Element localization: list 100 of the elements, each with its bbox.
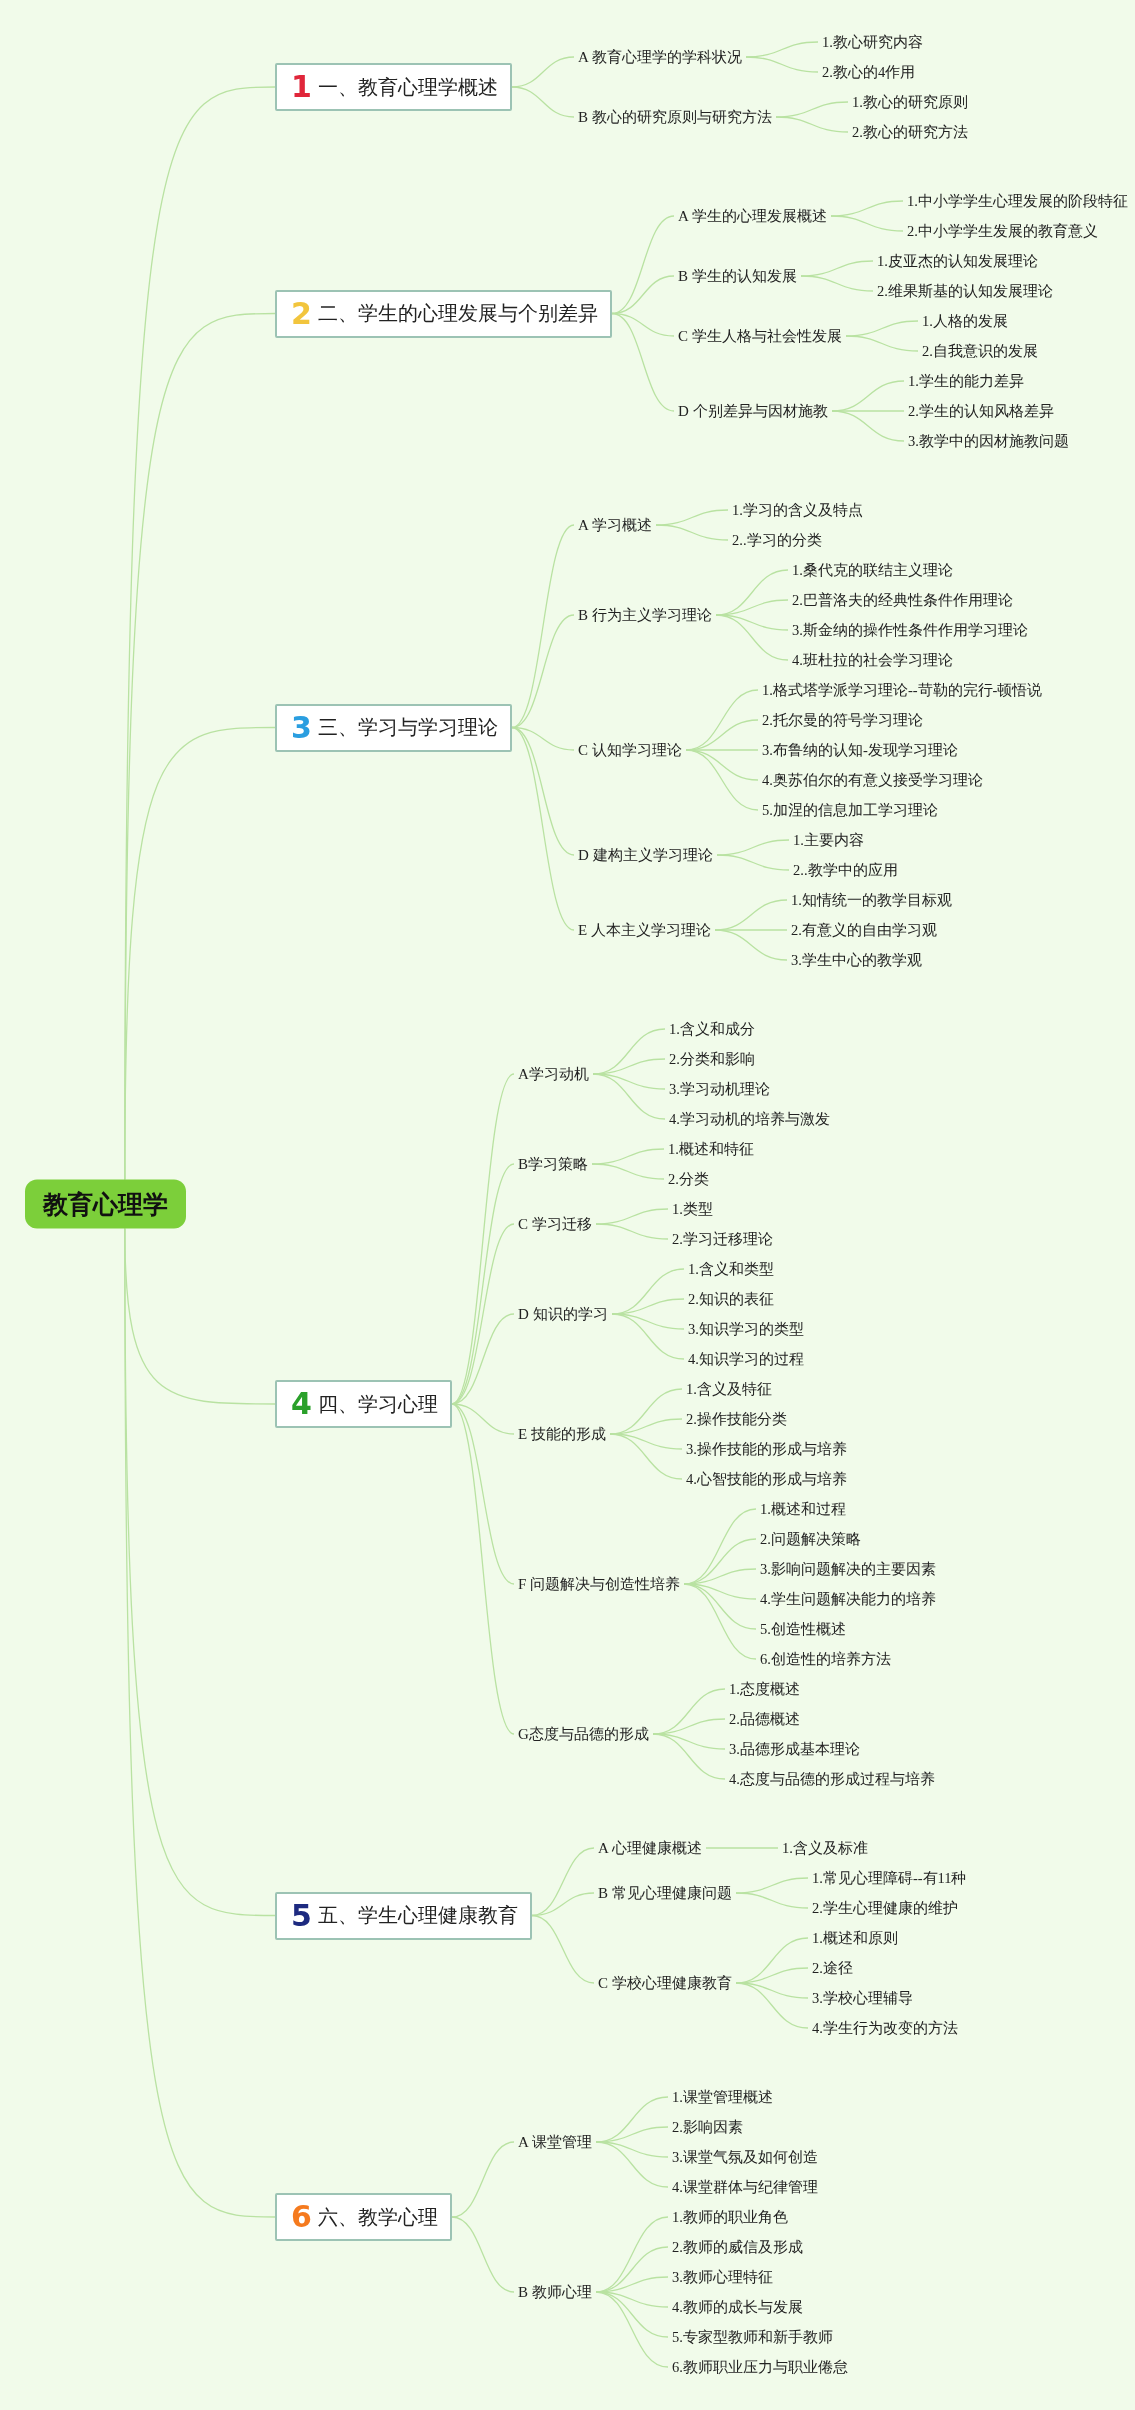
- item-label: 5.创造性概述: [756, 1617, 850, 1641]
- subtopic-label: C 学生人格与社会性发展: [674, 324, 846, 348]
- topic-title: 一、教育心理学概述: [317, 73, 498, 101]
- item-label: 3.学校心理辅导: [808, 1986, 917, 2010]
- subtopic-label: A 学生的心理发展概述: [674, 204, 831, 228]
- branch-line: [685, 749, 759, 811]
- section-number: 1: [291, 70, 312, 104]
- item-label: 1.含义和类型: [684, 1257, 778, 1281]
- subtopic-label: A 学习概述: [574, 513, 656, 537]
- item-label: 2.分类: [664, 1167, 713, 1191]
- item-label: 1.桑代克的联结主义理论: [788, 558, 957, 582]
- subtopic-label: C 学校心理健康教育: [594, 1971, 736, 1995]
- branch-line: [609, 1433, 683, 1480]
- section-number: 4: [291, 1387, 312, 1421]
- topic-box: [275, 63, 512, 111]
- item-label: 1.课堂管理概述: [668, 2085, 777, 2109]
- item-label: 3.教学中的因材施教问题: [904, 429, 1073, 453]
- subtopic-label: G态度与品德的形成: [514, 1722, 653, 1746]
- item-label: 2.学习迁移理论: [668, 1227, 777, 1251]
- branch-line: [831, 410, 905, 442]
- branch-line: [595, 2141, 669, 2188]
- topic-title: 三、学习与学习理论: [317, 714, 498, 741]
- item-label: 1.概述和原则: [808, 1926, 902, 1950]
- branch-line: [830, 215, 904, 232]
- item-label: 1.类型: [668, 1197, 717, 1221]
- item-label: 2.操作技能分类: [682, 1407, 791, 1431]
- item-label: 2.托尔曼的符号学习理论: [758, 708, 927, 732]
- branch-line: [592, 1073, 666, 1090]
- branch-line: [800, 275, 874, 292]
- item-label: 2..教学中的应用: [789, 858, 902, 882]
- item-label: 1.含义和成分: [665, 1017, 759, 1041]
- item-label: 1.常见心理障碍--有11种: [808, 1866, 971, 1890]
- topic-box: [275, 1891, 532, 1940]
- branch-line: [451, 2141, 515, 2218]
- subtopic-label: B学习策略: [514, 1152, 592, 1176]
- branch-line: [511, 86, 575, 118]
- item-label: 2.有意义的自由学习观: [787, 918, 941, 942]
- item-label: 4.态度与品德的形成过程与培养: [725, 1767, 939, 1791]
- root-title: 教育心理学: [43, 1189, 168, 1219]
- item-label: 1.态度概述: [725, 1677, 804, 1701]
- branch-line: [714, 929, 788, 961]
- item-label: 4.教师的成长与发展: [668, 2295, 807, 2319]
- item-label: 1.含义及标准: [778, 1836, 872, 1860]
- item-label: 3.课堂气氛及如何创造: [668, 2145, 822, 2169]
- branch-line: [775, 116, 849, 133]
- branch-line: [595, 2291, 669, 2338]
- item-label: 1.知情统一的教学目标观: [787, 888, 956, 912]
- item-label: 2.品德概述: [725, 1707, 804, 1731]
- branch-line: [611, 312, 675, 412]
- branch-line: [611, 1313, 685, 1360]
- branch-line: [124, 726, 276, 1181]
- branch-line: [595, 2291, 669, 2308]
- branch-line: [611, 1313, 685, 1330]
- subtopic-label: D 建构主义学习理论: [574, 843, 717, 867]
- branch-line: [683, 1583, 757, 1600]
- item-label: 3.知识学习的类型: [684, 1317, 808, 1341]
- item-label: 4.班杜拉的社会学习理论: [788, 648, 957, 672]
- branch-line: [595, 2291, 669, 2368]
- item-label: 1.含义及特征: [682, 1377, 776, 1401]
- item-label: 3.斯金纳的操作性条件作用学习理论: [788, 618, 1032, 642]
- subtopic-label: E 人本主义学习理论: [574, 918, 715, 942]
- item-label: 4.学习动机的培养与激发: [665, 1107, 834, 1131]
- subtopic-label: D 个别差异与因材施教: [674, 399, 832, 423]
- item-label: 2.途径: [808, 1956, 857, 1980]
- item-label: 1.皮亚杰的认知发展理论: [873, 249, 1042, 273]
- branch-line: [595, 2141, 669, 2158]
- topic-box: [275, 1380, 452, 1428]
- subtopic-label: A学习动机: [514, 1062, 593, 1086]
- topic-title: 四、学习心理: [317, 1390, 438, 1418]
- item-label: 2.中小学学生发展的教育意义: [903, 219, 1102, 243]
- item-label: 6.创造性的培养方法: [756, 1647, 895, 1671]
- item-label: 4.学生行为改变的方法: [808, 2016, 962, 2040]
- branch-line: [705, 1847, 779, 1849]
- item-label: 3.品德形成基本理论: [725, 1737, 864, 1761]
- item-label: 1.中小学学生心理发展的阶段特征: [903, 189, 1132, 213]
- branch-line: [735, 1982, 809, 2029]
- subtopic-label: B 常见心理健康问题: [594, 1881, 736, 1905]
- item-label: 2.维果斯基的认知发展理论: [873, 279, 1057, 303]
- item-label: 3.布鲁纳的认知-发现学习理论: [758, 738, 962, 762]
- item-label: 3.学习动机理论: [665, 1077, 774, 1101]
- branch-line: [652, 1733, 726, 1780]
- branch-line: [591, 1163, 665, 1180]
- branch-line: [531, 1914, 595, 1984]
- branch-line: [845, 335, 919, 352]
- branch-line: [652, 1733, 726, 1750]
- subtopic-label: D 知识的学习: [514, 1302, 612, 1326]
- subtopic-label: A 课堂管理: [514, 2130, 596, 2154]
- subtopic-label: B 教心的研究原则与研究方法: [574, 105, 776, 129]
- item-label: 2.知识的表征: [684, 1287, 778, 1311]
- topic-title: 五、学生心理健康教育: [317, 1902, 518, 1929]
- item-label: 2.影响因素: [668, 2115, 747, 2139]
- item-label: 1.学习的含义及特点: [728, 498, 867, 522]
- branch-line: [511, 726, 575, 931]
- branch-line: [511, 524, 575, 729]
- item-label: 2.学生的认知风格差异: [904, 399, 1058, 423]
- item-label: 1.人格的发展: [918, 309, 1012, 333]
- topic-box: [275, 703, 512, 752]
- item-label: 1.教心的研究原则: [848, 90, 972, 114]
- item-label: 2.教心的4作用: [818, 60, 920, 84]
- branch-line: [683, 1583, 757, 1630]
